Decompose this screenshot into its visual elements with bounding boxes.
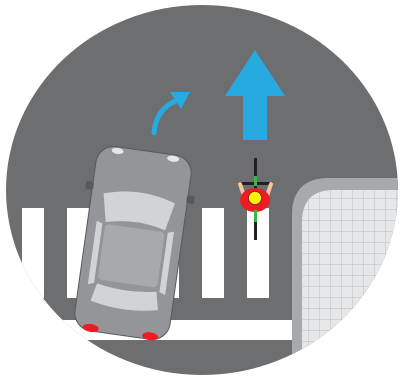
car-roof bbox=[98, 224, 165, 288]
car-mirror bbox=[186, 195, 195, 204]
crosswalk-stripe bbox=[22, 208, 44, 298]
crosswalk-stripe bbox=[247, 208, 269, 298]
cyclist-helmet bbox=[249, 192, 262, 205]
car-mirror bbox=[85, 181, 94, 190]
crosswalk-stripe bbox=[202, 208, 224, 298]
bike-accent bbox=[254, 176, 257, 186]
sidewalk-corner bbox=[292, 178, 404, 379]
bike-accent bbox=[254, 210, 257, 222]
